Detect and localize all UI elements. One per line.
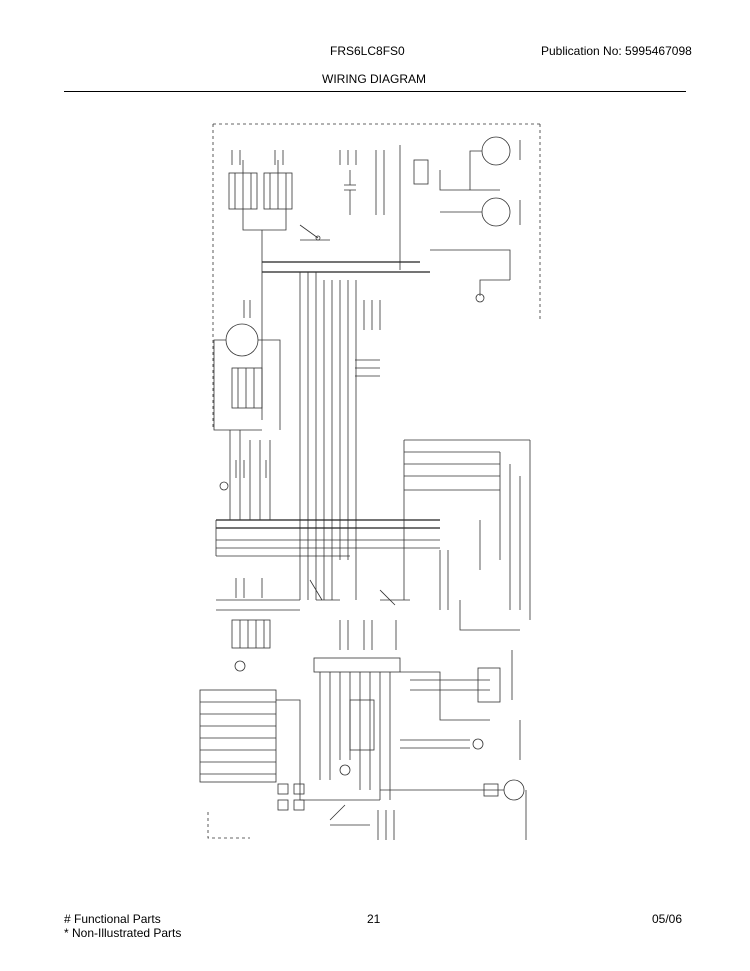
non-illustrated-parts-note: * Non-Illustrated Parts: [64, 926, 182, 940]
door-switches: [216, 579, 410, 672]
page-number: 21: [367, 912, 381, 926]
page-title: WIRING DIAGRAM: [322, 72, 426, 86]
defrost-timer: [299, 170, 356, 241]
main-harness: [215, 430, 440, 557]
dispenser-motor: [329, 738, 525, 826]
heater-elements: [228, 160, 293, 231]
model-number: FRS6LC8FS0: [330, 44, 405, 58]
publication-number: Publication No: 5995467098: [541, 44, 692, 58]
functional-parts-note: # Functional Parts: [64, 912, 161, 926]
label-ticks: [231, 140, 527, 840]
control-board: [199, 689, 380, 839]
fan-motors: [399, 136, 511, 303]
right-bus: [403, 439, 531, 631]
trunk-wires: [261, 230, 430, 600]
frame-dashes: [212, 123, 541, 430]
header-rule: [64, 91, 686, 92]
lower-connector: [313, 657, 501, 800]
compressor-block: [213, 323, 281, 431]
publication-date: 05/06: [652, 912, 683, 926]
